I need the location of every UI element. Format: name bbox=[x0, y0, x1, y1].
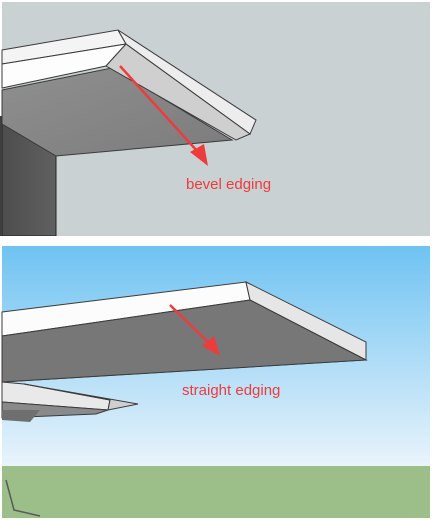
panel-divider bbox=[0, 236, 432, 246]
bevel-arrow bbox=[119, 65, 208, 166]
bevel-chamfer-face bbox=[105, 43, 252, 141]
ground bbox=[2, 466, 430, 518]
straight-edging-label: straight edging bbox=[182, 382, 280, 399]
lower-canopy bbox=[1, 381, 139, 422]
slab-underside-main bbox=[1, 299, 368, 383]
ground-post bbox=[5, 479, 41, 517]
canopy-underside bbox=[1, 67, 234, 157]
bevel-panel: bevel edging bbox=[0, 2, 430, 237]
bevel-edging-label: bevel edging bbox=[186, 176, 271, 193]
straight-panel: straight edging bbox=[1, 246, 430, 518]
straight-arrow bbox=[169, 304, 220, 356]
